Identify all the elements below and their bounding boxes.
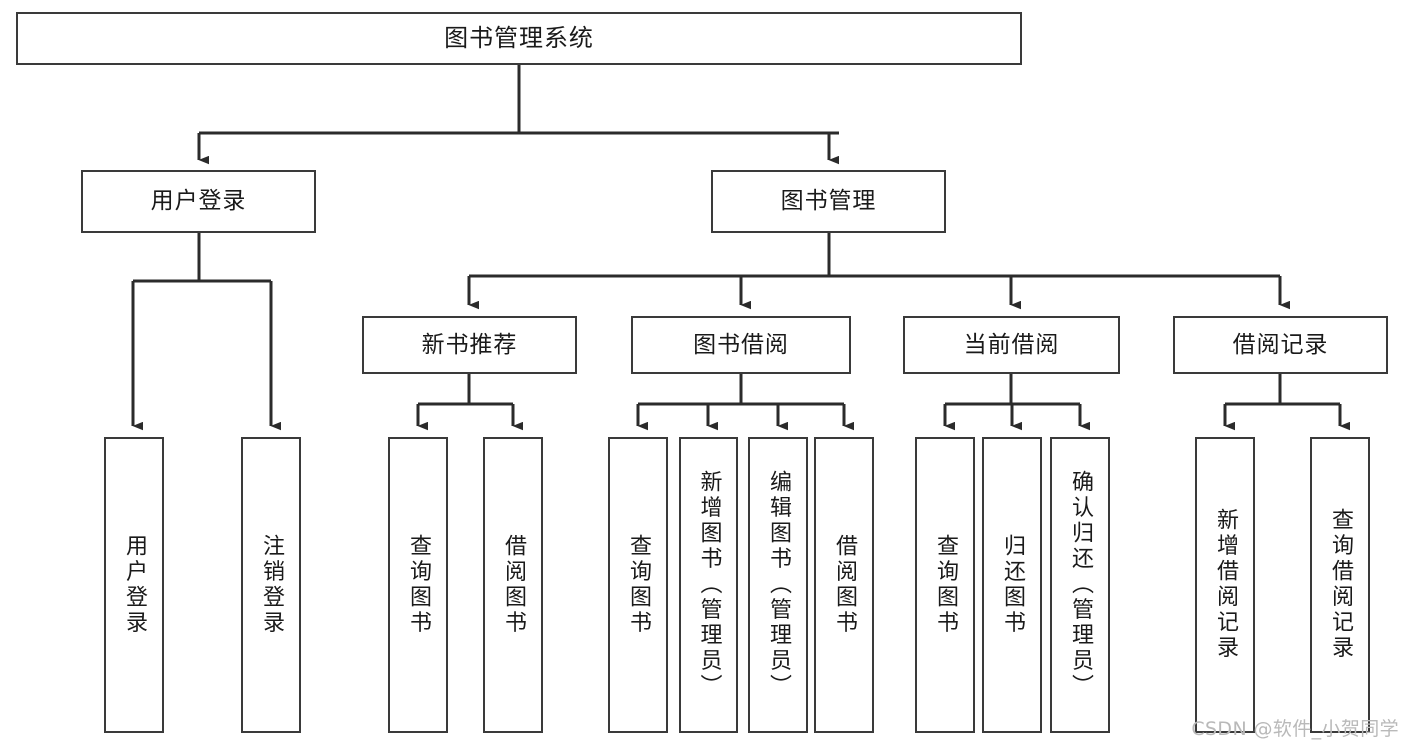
node-root-system[interactable]: 图书管理系统 bbox=[16, 12, 1022, 65]
node-label: 用户登录 bbox=[150, 188, 247, 215]
leaf-add-book-admin[interactable]: 新增图书（管理员） bbox=[679, 437, 738, 733]
node-label: 查询借阅记录 bbox=[1328, 508, 1353, 662]
node-new-book-recommend[interactable]: 新书推荐 bbox=[362, 316, 577, 374]
node-book-borrow[interactable]: 图书借阅 bbox=[631, 316, 851, 374]
leaf-borrow-book[interactable]: 借阅图书 bbox=[814, 437, 874, 733]
node-current-borrow[interactable]: 当前借阅 bbox=[903, 316, 1120, 374]
node-label: 查询图书 bbox=[933, 533, 958, 637]
leaf-logout[interactable]: 注销登录 bbox=[241, 437, 301, 733]
leaf-borrow-book-recommend[interactable]: 借阅图书 bbox=[483, 437, 543, 733]
node-label: 新增借阅记录 bbox=[1213, 508, 1238, 662]
node-label: 查询图书 bbox=[406, 533, 431, 637]
node-label: 新增图书（管理员） bbox=[696, 470, 722, 700]
node-label: 图书管理系统 bbox=[444, 23, 594, 52]
node-label: 借阅图书 bbox=[501, 533, 526, 637]
node-label: 用户登录 bbox=[122, 533, 147, 637]
leaf-add-borrow-record[interactable]: 新增借阅记录 bbox=[1195, 437, 1255, 733]
leaf-query-book-recommend[interactable]: 查询图书 bbox=[388, 437, 448, 733]
leaf-query-book-borrow[interactable]: 查询图书 bbox=[608, 437, 668, 733]
node-label: 图书管理 bbox=[780, 188, 877, 215]
leaf-edit-book-admin[interactable]: 编辑图书（管理员） bbox=[748, 437, 808, 733]
csdn-watermark: CSDN @软件_小贺同学 bbox=[1191, 718, 1399, 740]
node-borrow-record[interactable]: 借阅记录 bbox=[1173, 316, 1388, 374]
leaf-user-login[interactable]: 用户登录 bbox=[104, 437, 164, 733]
leaf-query-book-current[interactable]: 查询图书 bbox=[915, 437, 975, 733]
node-label: 借阅图书 bbox=[832, 533, 857, 637]
node-label: 图书借阅 bbox=[693, 331, 789, 358]
node-user-login[interactable]: 用户登录 bbox=[81, 170, 316, 233]
leaf-return-book[interactable]: 归还图书 bbox=[982, 437, 1042, 733]
leaf-query-borrow-record[interactable]: 查询借阅记录 bbox=[1310, 437, 1370, 733]
node-label: 当前借阅 bbox=[963, 331, 1060, 358]
node-label: 注销登录 bbox=[259, 533, 284, 637]
leaf-confirm-return-admin[interactable]: 确认归还（管理员） bbox=[1050, 437, 1110, 733]
node-label: 编辑图书（管理员） bbox=[766, 470, 791, 700]
node-label: 查询图书 bbox=[626, 533, 651, 637]
node-label: 新书推荐 bbox=[421, 331, 518, 358]
node-label: 借阅记录 bbox=[1232, 331, 1329, 358]
node-label: 归还图书 bbox=[1000, 533, 1025, 637]
node-book-management[interactable]: 图书管理 bbox=[711, 170, 946, 233]
node-label: 确认归还（管理员） bbox=[1068, 470, 1093, 700]
